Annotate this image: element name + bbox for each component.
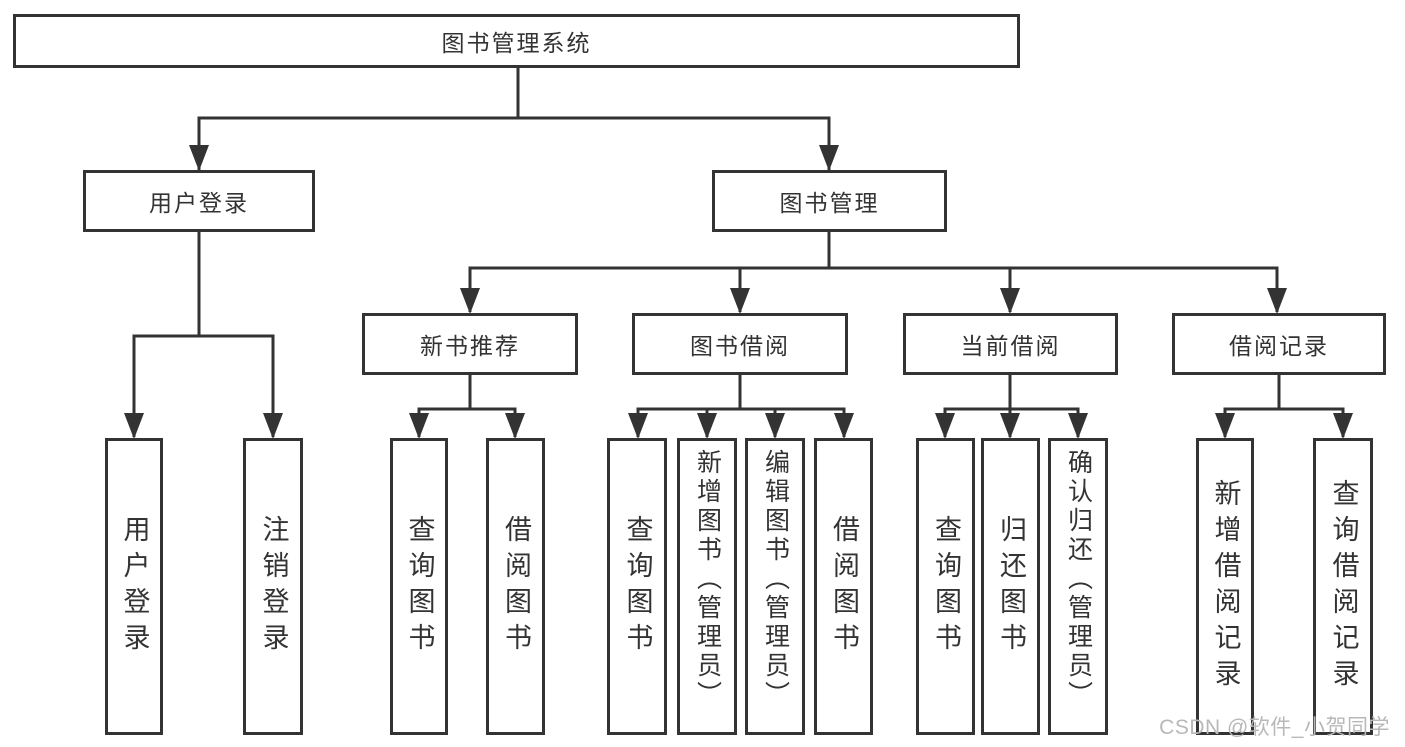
connector-bookmgmt-to-level3 bbox=[468, 232, 1279, 312]
arrowheads-currentborrow-leaves bbox=[935, 413, 1088, 439]
arrowheads-newbook-leaves bbox=[409, 413, 525, 439]
leaf-logout: 注销登录 bbox=[243, 438, 303, 735]
node-user-login: 用户登录 bbox=[83, 170, 315, 232]
node-current-borrow: 当前借阅 bbox=[903, 313, 1118, 375]
arrowheads-bookborrow-leaves bbox=[628, 413, 854, 439]
connector-root-to-level2 bbox=[197, 68, 831, 170]
node-book-borrow: 图书借阅 bbox=[632, 313, 848, 375]
connector-bookborrow-to-leaves bbox=[636, 375, 846, 437]
leaf-user-login: 用户登录 bbox=[105, 438, 163, 735]
node-root-library-system: 图书管理系统 bbox=[13, 14, 1020, 68]
leaf-query-book-current: 查询图书 bbox=[916, 438, 975, 735]
node-book-management: 图书管理 bbox=[712, 170, 947, 232]
arrowheads-borrowrecord-leaves bbox=[1215, 413, 1353, 439]
csdn-watermark: CSDN @软件_小贺同学 bbox=[1159, 716, 1390, 739]
node-new-book-recommend: 新书推荐 bbox=[362, 313, 578, 375]
leaf-add-borrow-record: 新增借阅记录 bbox=[1196, 438, 1254, 735]
leaf-edit-book-admin: 编辑图书（管理员） bbox=[745, 438, 805, 735]
arrowheads-userlogin-leaves bbox=[124, 413, 283, 439]
leaf-borrow-book-recommend: 借阅图书 bbox=[486, 438, 545, 735]
leaf-confirm-return-admin: 确认归还（管理员） bbox=[1048, 438, 1108, 735]
leaf-add-book-admin: 新增图书（管理员） bbox=[677, 438, 737, 735]
connector-userlogin-to-leaves bbox=[132, 232, 275, 437]
leaf-query-book-borrow: 查询图书 bbox=[607, 438, 667, 735]
arrowheads-level2 bbox=[189, 145, 839, 171]
arrowheads-level3 bbox=[460, 288, 1287, 314]
leaf-return-book: 归还图书 bbox=[981, 438, 1040, 735]
connector-newbook-to-leaves bbox=[417, 375, 517, 437]
node-borrow-record: 借阅记录 bbox=[1172, 313, 1386, 375]
leaf-query-book-recommend: 查询图书 bbox=[390, 438, 448, 735]
connector-borrowrecord-to-leaves bbox=[1223, 375, 1345, 437]
leaf-borrow-book: 借阅图书 bbox=[814, 438, 873, 735]
leaf-query-borrow-record: 查询借阅记录 bbox=[1313, 438, 1373, 735]
